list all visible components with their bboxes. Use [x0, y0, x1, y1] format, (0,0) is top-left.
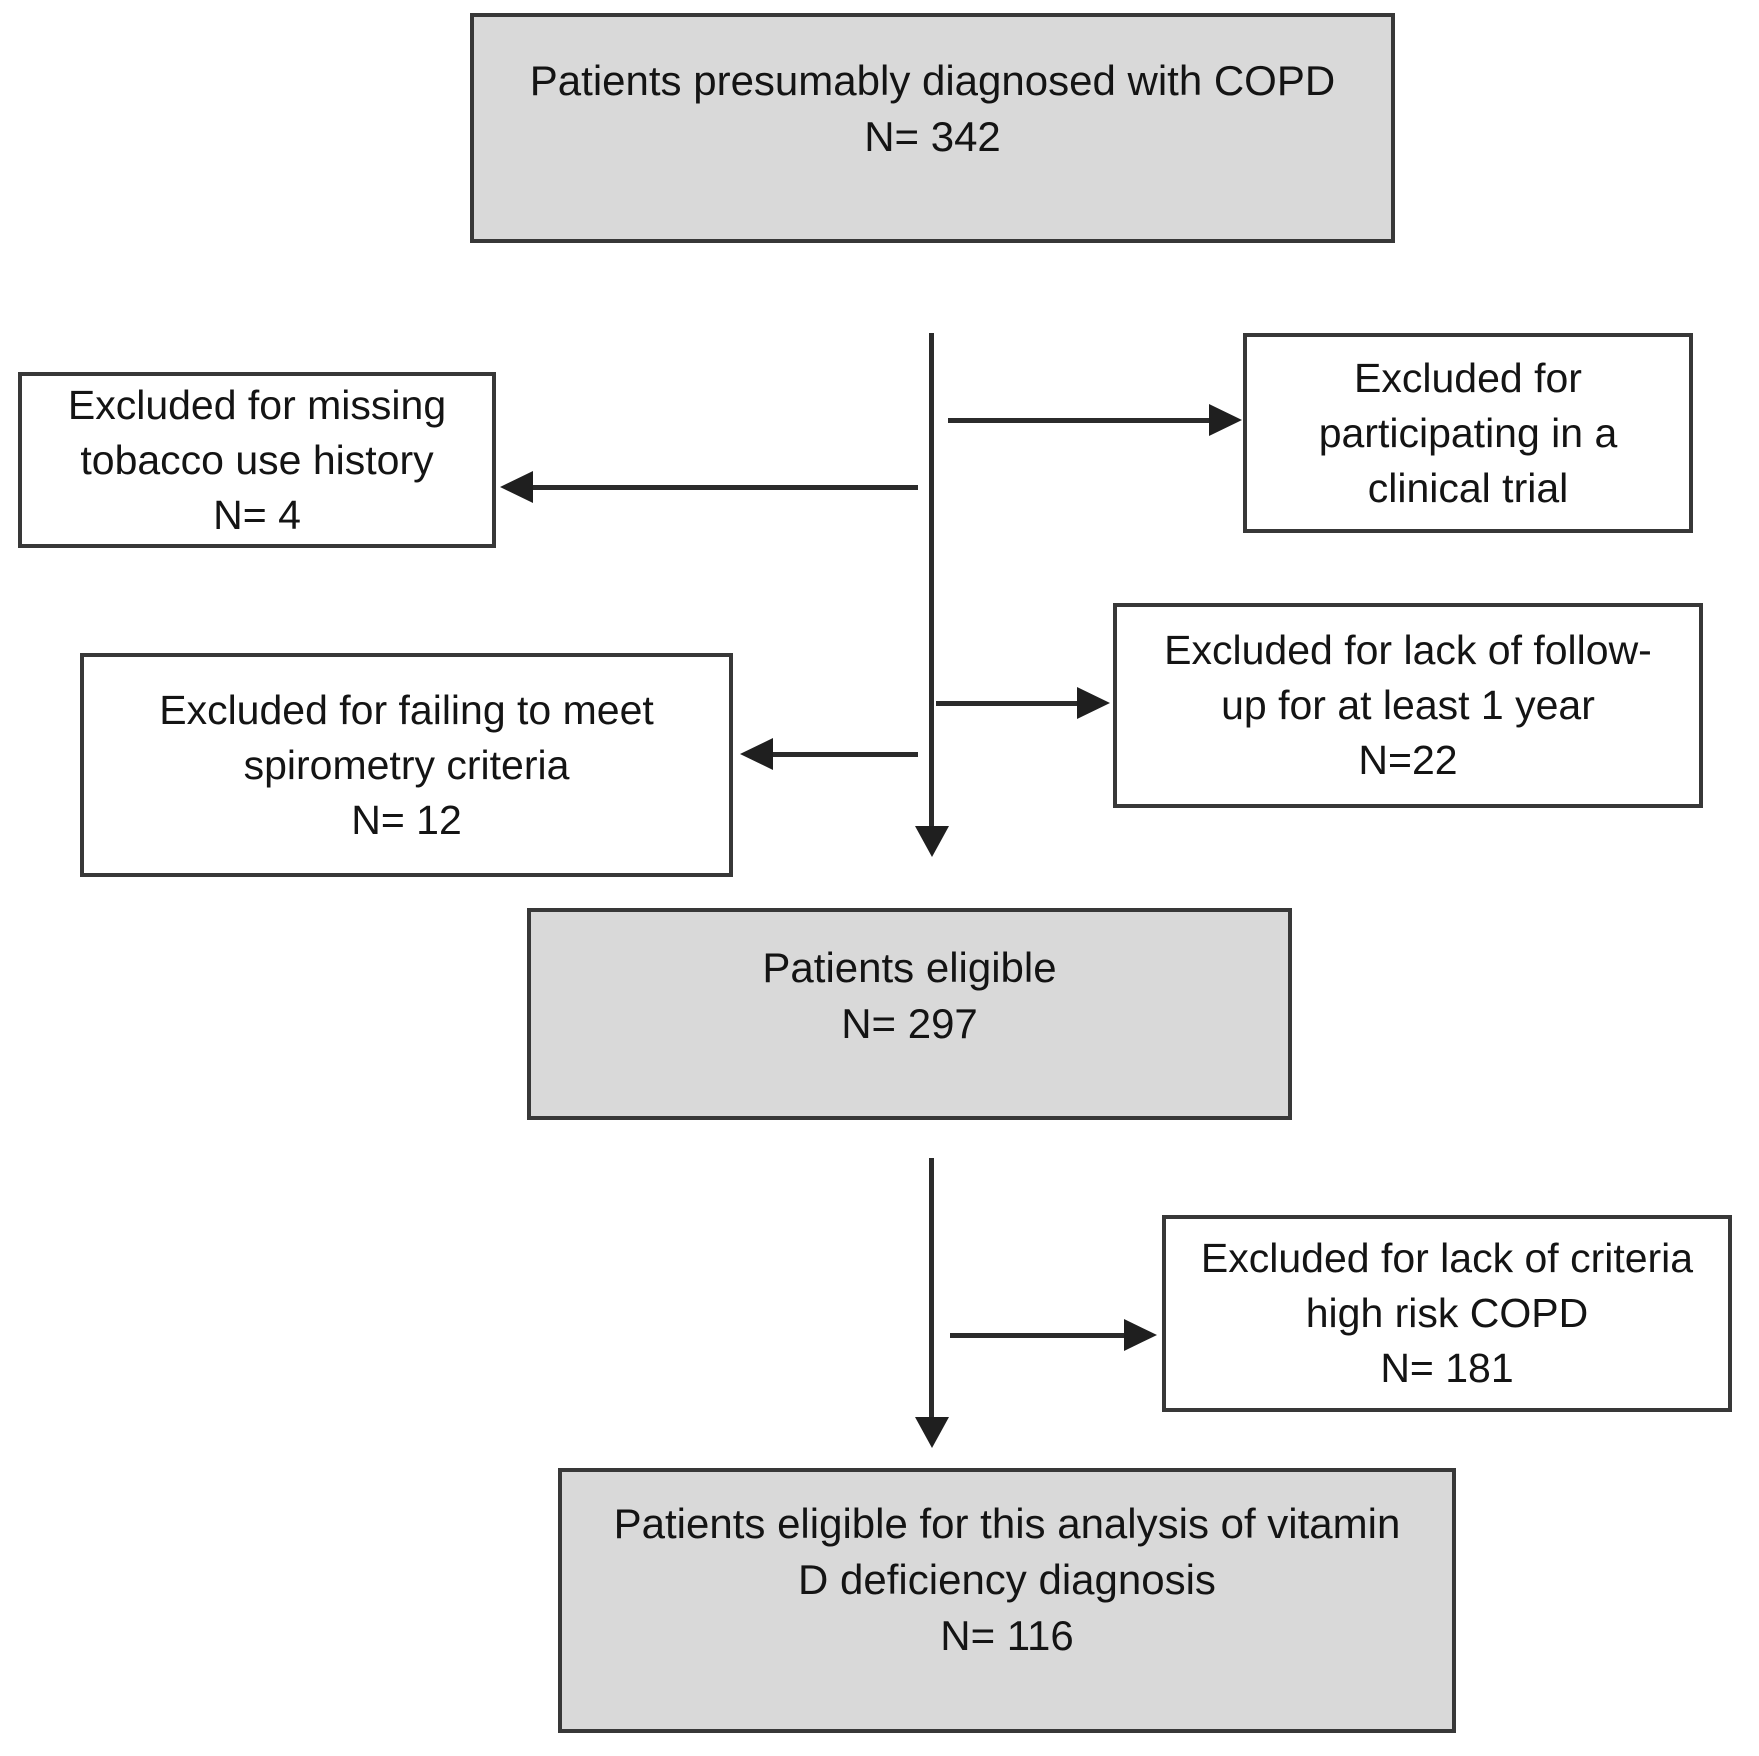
- node-label-line: D deficiency diagnosis: [798, 1556, 1216, 1603]
- node-label-line: N=22: [1358, 737, 1458, 783]
- node-excluded-highrisk: Excluded for lack of criteria high risk …: [1162, 1215, 1732, 1412]
- connector-line-to-highrisk: [950, 1333, 1126, 1338]
- node-label-line: participating in a: [1318, 409, 1618, 456]
- node-label-line: tobacco use history: [80, 436, 434, 483]
- node-label-line: N= 297: [841, 1000, 978, 1047]
- connector-line-vertical-2: [929, 1158, 934, 1418]
- node-excluded-followup: Excluded for lack of follow- up for at l…: [1113, 603, 1703, 808]
- node-excluded-spirometry: Excluded for failing to meet spirometry …: [80, 653, 733, 877]
- node-diagnosed: Patients presumably diagnosed with COPD …: [470, 13, 1395, 243]
- node-label-line: Excluded for lack of criteria: [1200, 1235, 1694, 1281]
- node-label-line: N= 4: [213, 491, 301, 538]
- node-label-line: N= 342: [864, 113, 1001, 160]
- arrowhead-right-icon: [1209, 404, 1242, 436]
- arrowhead-down-icon: [915, 826, 949, 857]
- arrowhead-down-icon: [915, 1417, 949, 1448]
- node-label-line: Excluded for: [1354, 354, 1582, 401]
- node-label-line: Patients eligible for this analysis of v…: [613, 1500, 1401, 1547]
- arrowhead-left-icon: [740, 738, 773, 770]
- node-excluded-tobacco: Excluded for missing tobacco use history…: [18, 372, 496, 548]
- connector-line-to-trial: [948, 418, 1211, 423]
- arrowhead-right-icon: [1077, 687, 1110, 719]
- arrowhead-right-icon: [1124, 1319, 1157, 1351]
- node-excluded-clinical-trial: Excluded for participating in a clinical…: [1243, 333, 1693, 533]
- node-label-line: high risk COPD: [1305, 1290, 1589, 1336]
- node-label-line: Excluded for missing: [67, 381, 447, 428]
- node-label-line: clinical trial: [1367, 464, 1569, 511]
- node-label-line: Excluded for lack of follow-: [1164, 627, 1652, 673]
- node-label-line: spirometry criteria: [243, 741, 570, 788]
- node-label-line: Patients presumably diagnosed with COPD: [529, 57, 1336, 104]
- node-label-line: Patients eligible: [762, 944, 1057, 991]
- node-eligible: Patients eligible N= 297: [527, 908, 1292, 1120]
- connector-line-vertical-1: [929, 333, 934, 827]
- arrowhead-left-icon: [500, 471, 533, 503]
- connector-line-to-followup: [936, 701, 1079, 706]
- connector-line-to-tobacco: [532, 485, 918, 490]
- connector-line-to-spirometry: [772, 752, 918, 757]
- node-final-eligible: Patients eligible for this analysis of v…: [558, 1468, 1456, 1733]
- node-label-line: up for at least 1 year: [1221, 682, 1595, 728]
- node-label-line: Excluded for failing to meet: [159, 686, 654, 733]
- node-label-line: N= 116: [940, 1612, 1074, 1659]
- node-label-line: N= 12: [351, 796, 462, 843]
- node-label-line: N= 181: [1380, 1345, 1514, 1391]
